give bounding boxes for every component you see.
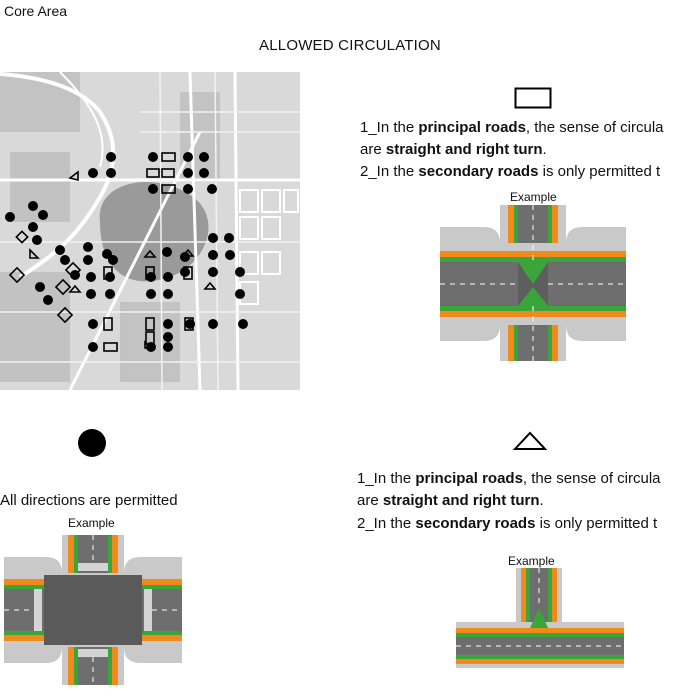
rect-rule-line1: 1_In the principal roads, the sense of c… [360,119,664,136]
map-triangle-markers [29,170,217,349]
rectangle-symbol-icon [514,87,552,114]
circle-caption: All directions are permitted [0,492,178,509]
core-area-map [0,72,300,390]
triangle-rule-line3: 2_In the secondary roads is only permitt… [357,515,658,532]
map-rect-markers [8,152,194,352]
circle-example-label: Example [68,516,115,530]
section-label: Core Area [4,3,68,19]
rect-example-intersection [440,205,626,361]
triangle-example-label: Example [508,554,555,568]
rect-rule-line3: 2_In the secondary roads is only permitt… [360,163,661,180]
triangle-rule-line2: are straight and right turn. [357,492,544,509]
rect-example-label: Example [510,190,557,204]
rect-rule-line2: are straight and right turn. [360,141,547,158]
page-title: ALLOWED CIRCULATION [259,37,441,54]
triangle-rule-line1: 1_In the principal roads, the sense of c… [357,470,661,487]
triangle-example-intersection [456,568,624,670]
triangle-symbol-icon [512,430,548,457]
map-svg [0,72,300,390]
circle-example-intersection [4,535,182,685]
circle-symbol-icon [77,428,107,463]
